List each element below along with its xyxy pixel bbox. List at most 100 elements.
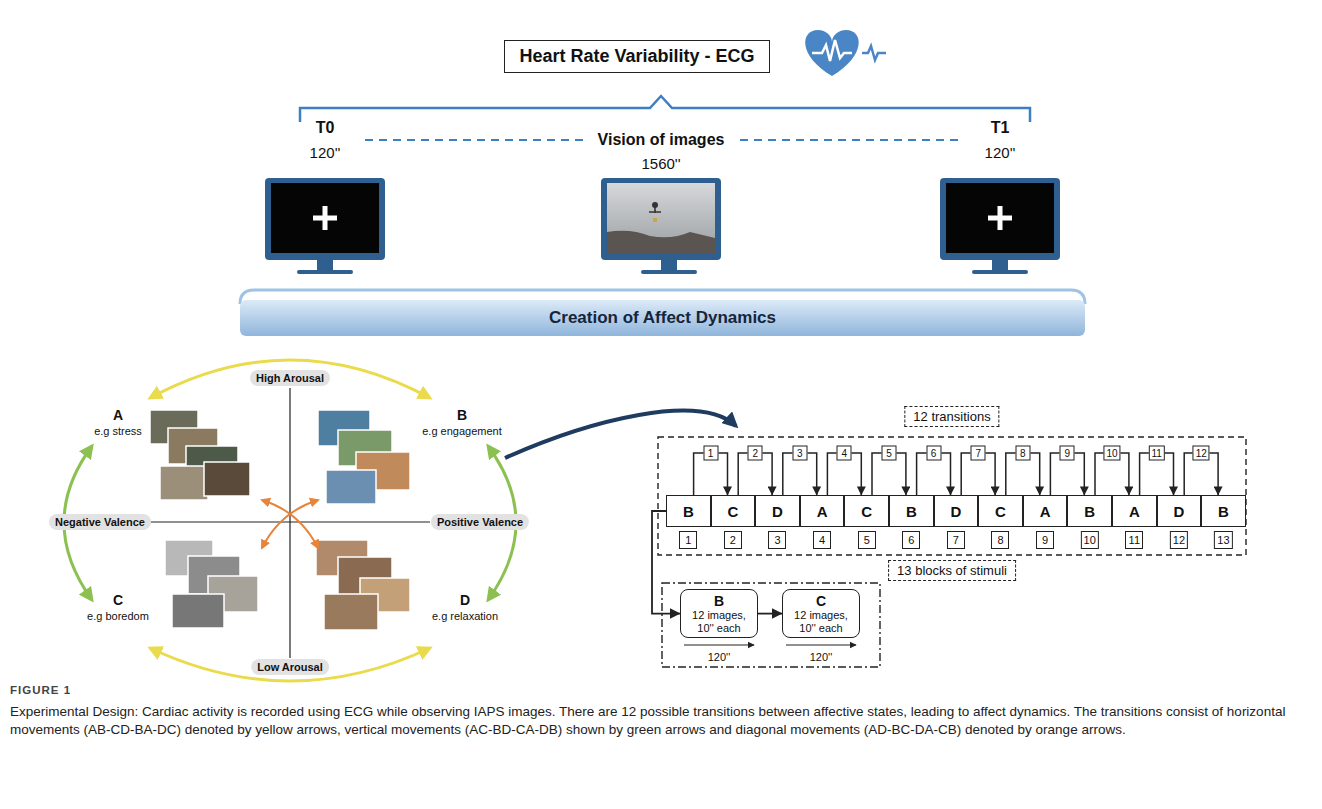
monitor-center-part xyxy=(601,178,721,260)
diagram-label: 120'' xyxy=(708,651,731,663)
monitor-center-part xyxy=(661,260,677,270)
monitor-left xyxy=(265,178,385,274)
diagram-label: High Arousal xyxy=(250,370,330,386)
group-title: 12 transitions xyxy=(904,406,999,427)
diagram-label: B xyxy=(457,407,467,423)
detail-note: 12 images, 10'' each xyxy=(685,609,753,634)
monitor-center-part xyxy=(653,218,657,222)
diagram-label: 120'' xyxy=(310,144,341,161)
block-box: D xyxy=(1157,495,1202,527)
affect-arrows-part xyxy=(262,500,318,548)
monitor-left-part xyxy=(265,178,385,260)
stimulus-block: D7 xyxy=(934,495,979,549)
monitor-left-part xyxy=(271,183,379,253)
dashed-frame-part xyxy=(662,583,880,667)
block-box: B xyxy=(666,495,711,527)
transition-number: 3 xyxy=(792,446,807,461)
figure-number: FIGURE 1 xyxy=(10,684,71,696)
block-letter: C xyxy=(995,503,1006,520)
block-letter: C xyxy=(727,503,738,520)
detail-box: B12 images, 10'' each xyxy=(680,589,758,638)
title-box: Heart Rate Variability - ECG xyxy=(504,40,769,73)
block-number: 11 xyxy=(1125,531,1143,549)
timeline-bracket-part xyxy=(300,96,1030,122)
group-title: 13 blocks of stimuli xyxy=(888,560,1016,581)
diagram-label: 1560'' xyxy=(641,155,680,172)
block-letter: A xyxy=(1129,503,1140,520)
affect-arrows-part xyxy=(262,500,318,548)
duration-arrow-part xyxy=(684,644,754,645)
block-box: B xyxy=(1201,495,1246,527)
block-number: 6 xyxy=(902,531,920,549)
stimulus-block: A9 xyxy=(1023,495,1068,549)
circumplex-axes-part xyxy=(289,388,290,658)
detail-box: C12 images, 10'' each xyxy=(782,589,860,638)
diagram-label: e.g engagement xyxy=(422,425,502,437)
block-box: A xyxy=(1112,495,1157,527)
diagram-label: D xyxy=(460,592,470,608)
block-box: B xyxy=(889,495,934,527)
monitor-right-part xyxy=(988,206,1012,230)
heart-icon-part xyxy=(862,46,886,60)
block-box: A xyxy=(800,495,845,527)
band-title: Creation of Affect Dynamics xyxy=(549,308,776,328)
block-box: A xyxy=(1023,495,1068,527)
block-number: 12 xyxy=(1170,531,1188,549)
timeline-bracket-part xyxy=(740,139,960,141)
block-number: 9 xyxy=(1036,531,1054,549)
dashed-frame-part xyxy=(658,437,1246,555)
monitor-left-part xyxy=(297,270,353,274)
stimulus-block: C2 xyxy=(711,495,756,549)
stimulus-block: C5 xyxy=(844,495,889,549)
monitor-right-part xyxy=(992,260,1008,270)
block-letter: D xyxy=(1173,503,1184,520)
block-letter: B xyxy=(1218,503,1229,520)
stimulus-block: B 13 xyxy=(1201,495,1246,549)
diagram-label: Positive Valence xyxy=(431,514,529,530)
section-band: Creation of Affect Dynamics xyxy=(240,300,1085,336)
block-box: C xyxy=(978,495,1023,527)
block-number: 7 xyxy=(947,531,965,549)
flow-arrow-part xyxy=(505,411,736,458)
block-box: C xyxy=(844,495,889,527)
block-box: B xyxy=(1067,495,1112,527)
diagram-label: A xyxy=(113,407,123,423)
block-box: D xyxy=(934,495,979,527)
box-title: Heart Rate Variability - ECG xyxy=(519,46,754,67)
block-number: 5 xyxy=(858,531,876,549)
heart-icon-part xyxy=(812,40,852,61)
diagram-label: C xyxy=(113,592,123,608)
block-number: 2 xyxy=(724,531,742,549)
detail-letter: C xyxy=(787,593,855,609)
image-cluster-part xyxy=(324,594,378,630)
dashed-frame xyxy=(658,437,1246,667)
transition-number: 6 xyxy=(926,446,941,461)
sequence-group: 12 transitions13 blocks of stimuliB1C2D3… xyxy=(655,400,1250,585)
diagram-label: 120'' xyxy=(985,144,1016,161)
stimulus-block: A 11 xyxy=(1112,495,1157,549)
image-cluster-part xyxy=(204,462,250,496)
block-letter: A xyxy=(817,503,828,520)
image-cluster-part xyxy=(172,594,224,628)
block-number: 13 xyxy=(1214,531,1232,549)
diagram-label: Negative Valence xyxy=(49,514,151,530)
diagram-label: e.g boredom xyxy=(87,610,149,622)
stimulus-block: B10 xyxy=(1067,495,1112,549)
diagram-label: e.g stress xyxy=(94,425,142,437)
block-letter: D xyxy=(772,503,783,520)
transition-number: 7 xyxy=(971,446,986,461)
transition-number: 4 xyxy=(837,446,852,461)
circumplex-axes-part xyxy=(150,521,430,522)
duration-arrow xyxy=(684,645,856,646)
block-number: 3 xyxy=(768,531,786,549)
transition-number: 5 xyxy=(881,446,896,461)
stimulus-block: D 12 xyxy=(1157,495,1202,549)
transition-number: 12 xyxy=(1193,446,1210,461)
diagram-label: 120'' xyxy=(810,651,833,663)
monitor-center-part xyxy=(607,231,715,253)
diagram-label: T1 xyxy=(991,119,1010,137)
block-letter: D xyxy=(950,503,961,520)
block-letter: B xyxy=(1084,503,1095,520)
